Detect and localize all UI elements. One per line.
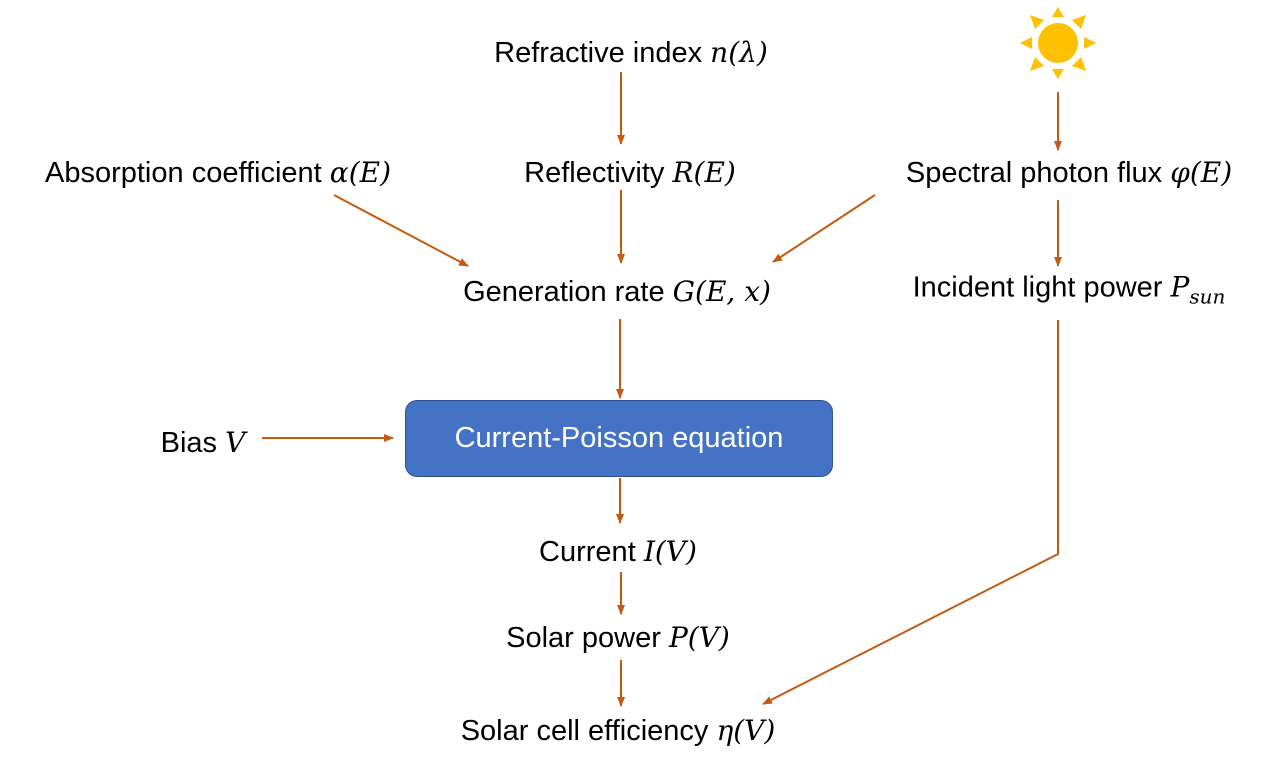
current-node: Current I(V)	[539, 534, 697, 570]
photon-flux-node: Spectral photon flux φ(E)	[906, 155, 1232, 191]
photon-flux-math: φ(E)	[1170, 156, 1233, 189]
efficiency-label: Solar cell efficiency	[460, 715, 717, 747]
arrow-incident-to-efficiency	[762, 320, 1059, 705]
refractive-index-math: n(λ)	[710, 36, 768, 69]
absorption-label: Absorption coefficient	[44, 157, 330, 189]
current-math: I(V)	[643, 535, 697, 568]
current-label: Current	[539, 536, 644, 568]
solar-power-math: P(V)	[668, 621, 730, 654]
current-poisson-equation-box: Current-Poisson equation	[405, 400, 833, 477]
generation-math: G(E, x)	[672, 275, 771, 308]
photon-flux-label: Spectral photon flux	[905, 157, 1171, 189]
refractive-index-node: Refractive index n(λ)	[494, 35, 768, 71]
reflectivity-math: R(E)	[672, 156, 736, 189]
solar-power-node: Solar power P(V)	[506, 620, 730, 656]
absorption-coefficient-node: Absorption coefficient α(E)	[45, 155, 391, 191]
bias-node: Bias V	[161, 425, 246, 461]
incident-power-node: Incident light power Psun	[913, 270, 1226, 315]
efficiency-node: Solar cell efficiency η(V)	[461, 713, 776, 749]
sun-icon	[1020, 7, 1096, 79]
generation-label: Generation rate	[463, 276, 673, 308]
refractive-index-label: Refractive index	[494, 37, 711, 69]
reflectivity-node: Reflectivity R(E)	[524, 155, 736, 191]
generation-rate-node: Generation rate G(E, x)	[463, 274, 771, 310]
absorption-math: α(E)	[329, 156, 392, 189]
reflectivity-label: Reflectivity	[524, 157, 673, 189]
arrow-flux-to-generation	[772, 194, 876, 263]
current-poisson-label: Current-Poisson equation	[454, 422, 784, 454]
bias-math: V	[225, 426, 246, 459]
solar-power-label: Solar power	[506, 622, 669, 654]
incident-power-label: Incident light power	[912, 271, 1171, 304]
efficiency-math: η(V)	[716, 714, 776, 747]
arrow-absorption-to-generation	[333, 194, 469, 267]
incident-power-math: P	[1170, 270, 1190, 304]
incident-power-subscript: sun	[1189, 284, 1226, 309]
bias-label: Bias	[160, 427, 226, 459]
